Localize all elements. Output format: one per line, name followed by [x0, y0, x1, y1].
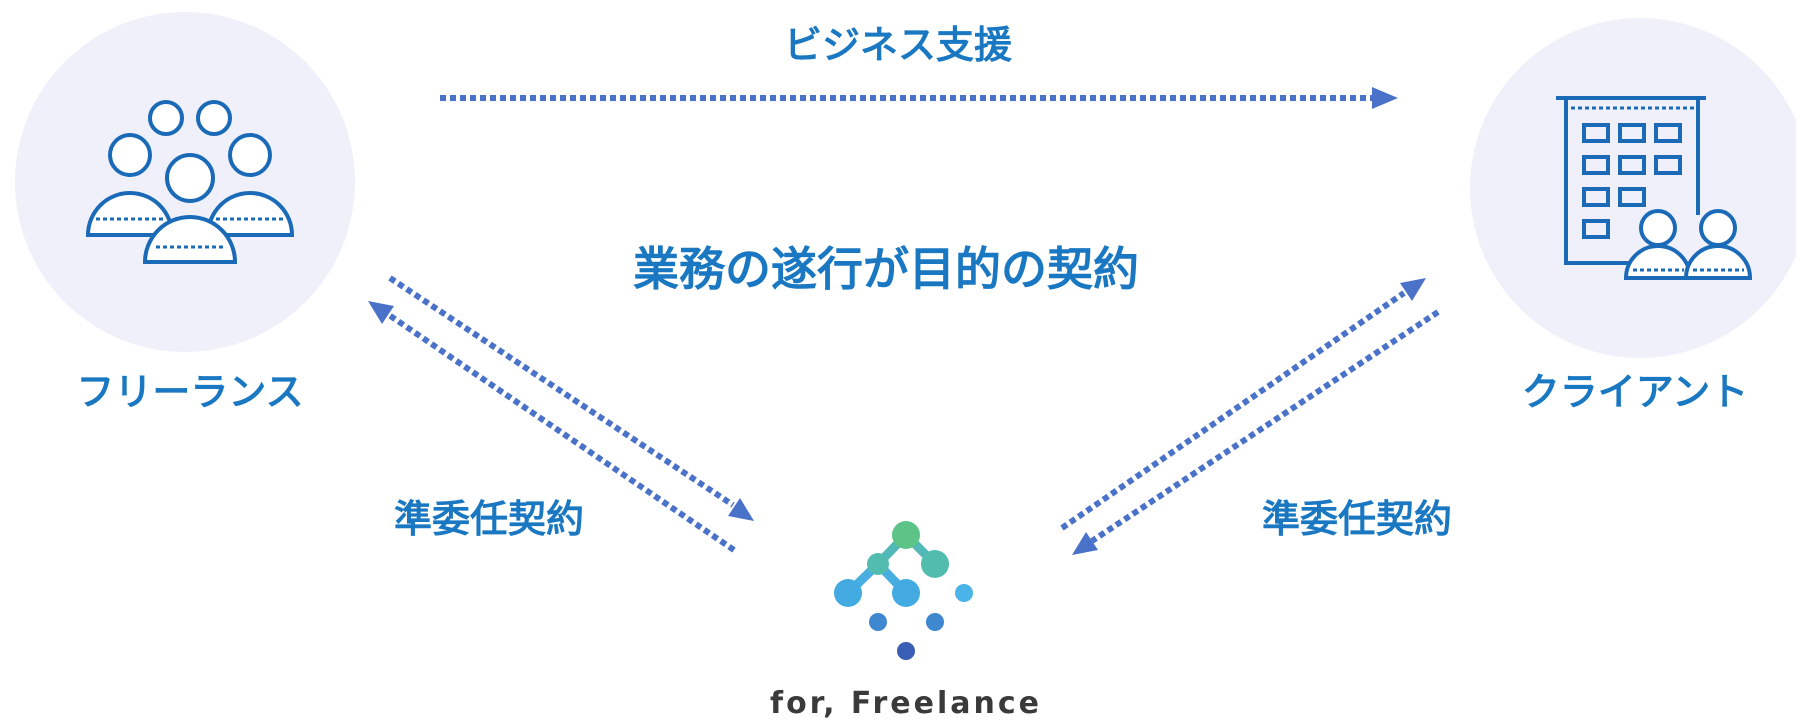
brand-name: for, Freelance [770, 686, 1042, 720]
right-quasi-mandate-contract-label: 準委任契約 [1262, 497, 1452, 541]
client-node [1470, 18, 1796, 358]
molecule-logo-icon [834, 521, 973, 660]
group-of-people-icon [85, 100, 295, 264]
left-contract-arrows [368, 275, 754, 553]
left-quasi-mandate-contract-label: 準委任契約 [394, 497, 584, 541]
freelance-node [15, 12, 355, 352]
right-contract-arrows [1060, 278, 1440, 555]
center-contract-purpose-label: 業務の遂行が目的の契約 [633, 242, 1139, 296]
freelance-label: フリーランス [76, 370, 303, 414]
business-support-arrow [440, 87, 1398, 109]
business-support-label: ビジネス支援 [784, 23, 1013, 67]
office-building-with-people-icon [1556, 96, 1753, 280]
client-label: クライアント [1522, 370, 1748, 414]
